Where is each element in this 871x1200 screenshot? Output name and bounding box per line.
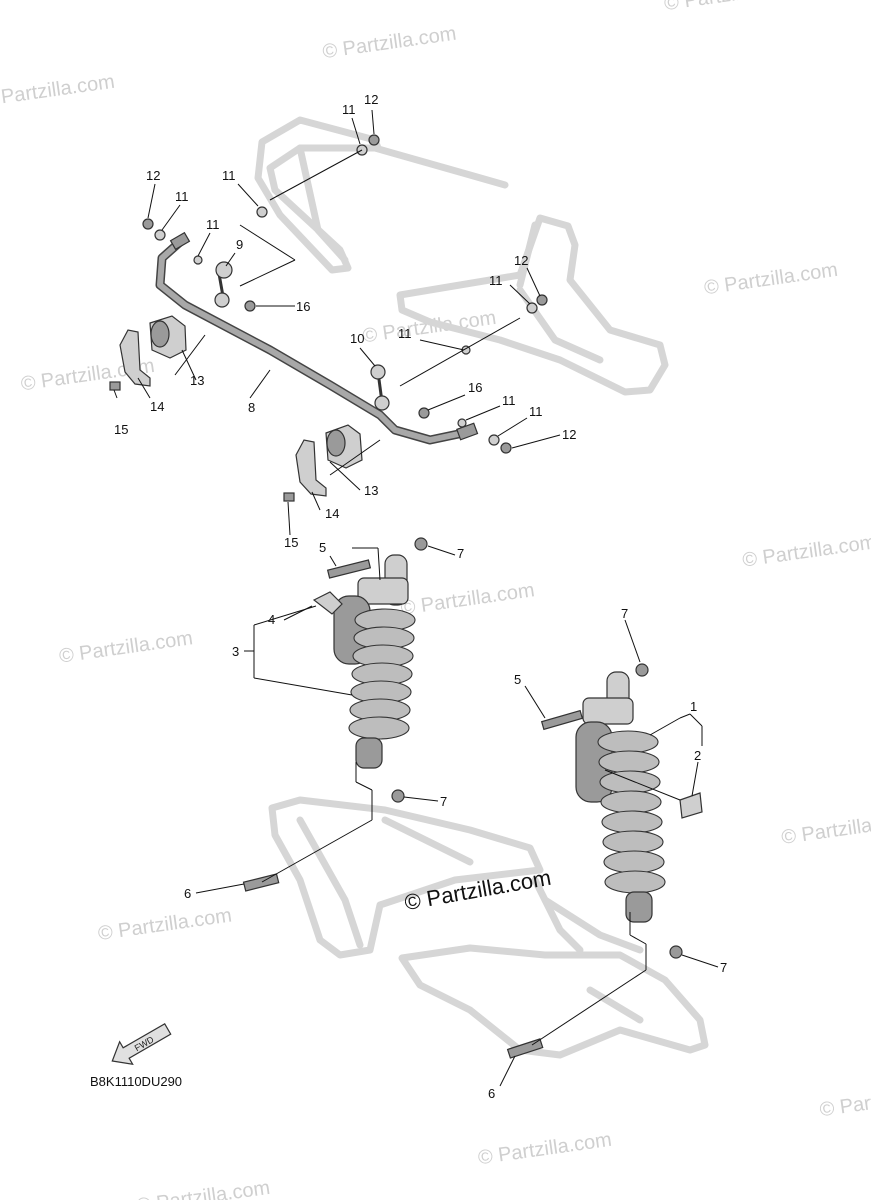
watermark: © Partzilla.com: [399, 579, 536, 620]
watermark: © Partzilla.com: [361, 307, 498, 348]
nut-7[interactable]: [669, 945, 683, 959]
watermark: © Partzilla.com: [663, 0, 800, 15]
watermark: © Partzilla.com: [135, 1177, 272, 1200]
bushing-holder-right[interactable]: [295, 439, 327, 497]
ghost-lower-arm-left: [268, 796, 544, 959]
shock-coil-right: [597, 730, 666, 894]
callout-14: 14: [150, 399, 164, 414]
watermark: © Partzilla.com: [477, 1129, 614, 1170]
callout-12: 12: [562, 427, 576, 442]
callouts: 12 11 11 12 11 11 9 16 8 13 14 15 10 11 …: [114, 92, 727, 1101]
callout-5: 5: [319, 540, 326, 555]
watermark: © Partzilla.com: [58, 627, 195, 668]
bolt-5-left[interactable]: [326, 559, 372, 579]
bolt-5-right[interactable]: [540, 709, 584, 731]
callout-7: 7: [457, 546, 464, 561]
callout-10: 10: [350, 331, 364, 346]
callout-8: 8: [248, 400, 255, 415]
nut-7[interactable]: [414, 537, 428, 551]
callout-13: 13: [364, 483, 378, 498]
callout-6: 6: [184, 886, 191, 901]
washer-11[interactable]: [457, 418, 467, 428]
stabilizer-bushing-right[interactable]: [325, 424, 363, 469]
stabilizer-link-9[interactable]: [214, 261, 233, 308]
callout-2: 2: [694, 748, 701, 763]
leader-lines: [113, 109, 719, 1087]
fwd-arrow-icon: FWD: [111, 1022, 172, 1066]
stabilizer-bar[interactable]: [155, 231, 479, 445]
callout-5: 5: [514, 672, 521, 687]
watermark: © Partzilla.com: [0, 71, 116, 112]
callout-9: 9: [236, 237, 243, 252]
callout-12: 12: [146, 168, 160, 183]
watermark: © Partzilla.com: [818, 1081, 871, 1122]
callout-11: 11: [222, 168, 236, 183]
nut-16[interactable]: [418, 407, 430, 419]
shock-coil-left: [348, 608, 416, 740]
label-plate-4[interactable]: [312, 591, 343, 615]
callout-6: 6: [488, 1086, 495, 1101]
nut-16[interactable]: [244, 300, 256, 312]
callout-14: 14: [325, 506, 339, 521]
ghost-lower-arm-right: [398, 876, 709, 1059]
diagram-code: B8K1110DU290: [90, 1074, 182, 1089]
callout-11: 11: [175, 189, 189, 204]
stabilizer-bushing-left[interactable]: [149, 315, 187, 359]
nut-12[interactable]: [500, 442, 512, 454]
callout-15: 15: [114, 422, 128, 437]
callout-1: 1: [690, 699, 697, 714]
watermark: © Partzilla.com: [780, 808, 871, 849]
washer-11[interactable]: [193, 255, 203, 265]
fasteners: [142, 134, 548, 454]
bolt-15-left[interactable]: [109, 381, 121, 391]
callout-4: 4: [268, 612, 275, 627]
stabilizer-bar-end-right: [456, 422, 479, 441]
watermark: © Partzilla.com: [703, 259, 840, 300]
nut-12[interactable]: [368, 134, 380, 146]
washer-11[interactable]: [256, 206, 268, 218]
callout-11: 11: [529, 404, 543, 419]
callout-11: 11: [502, 393, 516, 408]
watermark: © Partzilla.com: [321, 23, 458, 64]
callout-16: 16: [296, 299, 310, 314]
washer-11[interactable]: [488, 434, 500, 446]
stabilizer-bar-end-left: [169, 231, 191, 251]
washer-11[interactable]: [526, 302, 538, 314]
callout-7: 7: [621, 606, 628, 621]
callout-7: 7: [720, 960, 727, 975]
callout-12: 12: [364, 92, 378, 107]
bushing-holder-left[interactable]: [119, 329, 151, 387]
nut-12[interactable]: [536, 294, 548, 306]
callout-16: 16: [468, 380, 482, 395]
watermark: © Partzilla.com: [741, 531, 871, 572]
rear-shock-absorber-left[interactable]: [333, 554, 416, 769]
ghost-upper-arm-left: [254, 116, 509, 274]
bolt-15-right[interactable]: [283, 492, 295, 502]
callout-12: 12: [514, 253, 528, 268]
washer-11[interactable]: [154, 229, 166, 241]
nut-7[interactable]: [635, 663, 649, 677]
nut-12[interactable]: [142, 218, 154, 230]
stabilizer-link-10[interactable]: [370, 364, 390, 411]
watermark: © Partzilla.com: [97, 904, 234, 945]
callout-11: 11: [342, 102, 356, 117]
callout-11: 11: [398, 326, 412, 341]
callout-3: 3: [232, 644, 239, 659]
center-watermark: © Partzilla.com: [403, 865, 553, 915]
bolt-6-left[interactable]: [242, 873, 280, 892]
callout-11: 11: [489, 273, 503, 288]
callout-11: 11: [206, 217, 220, 232]
nut-7[interactable]: [391, 789, 405, 803]
callout-15: 15: [284, 535, 298, 550]
label-plate-2[interactable]: [679, 792, 703, 819]
callout-13: 13: [190, 373, 204, 388]
callout-7: 7: [440, 794, 447, 809]
rear-shock-absorber-right[interactable]: [575, 671, 666, 923]
